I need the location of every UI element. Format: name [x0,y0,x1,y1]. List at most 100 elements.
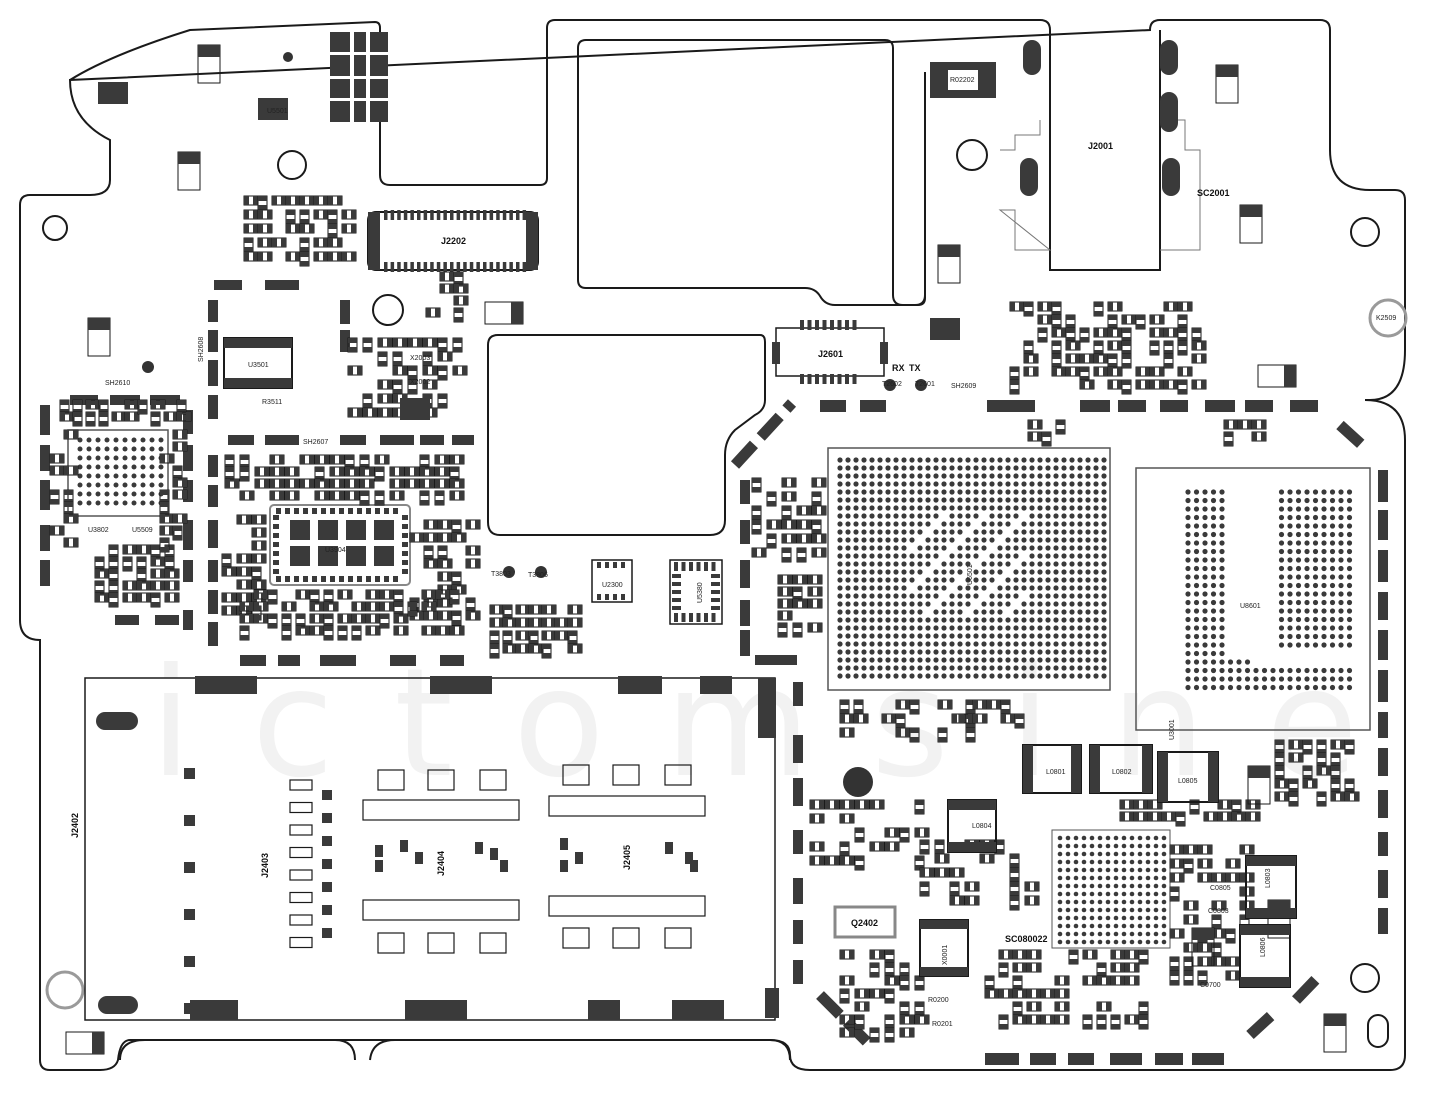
smd-pad [1148,800,1153,809]
bga-ball [1021,457,1027,463]
bga-ball [917,625,923,631]
bga-ball [95,446,101,452]
smd-pad [529,631,538,636]
smd-part [344,478,360,489]
bga-ball [981,473,987,479]
bga-ball [1346,625,1353,631]
smd-part [1024,881,1040,892]
bga-ball [1321,489,1327,495]
bga-ball [1065,891,1071,897]
bga-ball [1202,557,1208,563]
smd-part [421,625,437,636]
smd-pad [1224,432,1233,437]
smd-part [172,477,188,488]
bga-ball [1029,569,1035,575]
smd-pad [361,614,366,623]
shield-dash [985,1053,1019,1065]
bga-ball [1045,481,1051,487]
bga-ball [997,641,1003,647]
bga-ball [158,482,164,488]
bga-ball [1137,931,1143,937]
bga-ball [1338,684,1344,691]
bga-ball [1061,529,1067,535]
smd-pad [538,644,543,653]
bga-ball [1101,641,1107,647]
smd-pad [1249,901,1254,910]
smd-pad [438,559,443,568]
smd-pad [1080,376,1089,381]
bga-ball [1097,915,1103,921]
bga-ball [1287,642,1293,648]
bga-ball [925,601,931,607]
smd-part [884,949,895,965]
bga-pmic-balls [1057,835,1167,945]
smd-pad [1162,812,1167,821]
smd-pad [309,455,314,464]
bga-ball [877,577,883,583]
chip-pin [285,576,290,582]
smd-part [807,586,823,597]
smd-pad [1201,354,1206,363]
smd-pad [323,210,328,219]
smd-pad [402,366,407,375]
smd-part [1225,872,1241,883]
bga-ball [1113,931,1119,937]
smd-pad [160,569,165,578]
bga-ball [1210,540,1217,546]
bga-ball [893,569,899,575]
smd-pad [577,618,582,627]
shield-dash [240,655,266,666]
bga-ball [1185,608,1191,614]
smd-pad [1331,779,1340,784]
sim-contact [427,769,455,791]
bga-ball [1101,585,1107,591]
bga-ball [1105,883,1111,889]
smd-part [63,429,79,440]
bga-ball [861,465,867,471]
smd-pad [450,479,455,488]
bga-ball [1202,650,1208,657]
smd-pad [1235,957,1240,966]
bga-ball [997,465,1003,471]
smd-pad [414,479,419,488]
smd-pad [938,700,943,709]
connector-pin [417,210,421,220]
smd-part [122,580,138,591]
shield-dash [183,410,193,434]
bga-ball [1338,497,1344,504]
tray-contact-pad [322,790,332,800]
bga-ball [1185,650,1191,657]
smd-pad [449,284,454,293]
smd-part [284,490,300,501]
bga-ball [1129,899,1135,905]
smd-pad [1136,315,1145,320]
smd-part [299,478,315,489]
smd-pad [1164,328,1169,337]
smd-pad [885,972,894,977]
smd-part [313,209,329,220]
bga-ball [1029,561,1035,567]
smd-pad [436,590,441,599]
smd-pad [1120,963,1125,972]
bga-ball [989,649,995,655]
smd-pad [414,467,419,476]
smd-part [515,604,531,615]
sim-pin [560,860,568,872]
bga-ball [837,585,843,591]
bga-ball [1253,667,1259,674]
smd-pad [454,308,463,313]
bga-ball [1045,617,1051,623]
smd-part [392,351,403,367]
smd-part [285,251,301,262]
smd-pad [417,338,422,347]
bga-ball [957,601,963,607]
bga-ball [997,545,1003,551]
bga-ball [1073,931,1079,937]
smd-pad [173,526,182,531]
bga-ball [1113,843,1119,849]
chip-pin [696,613,701,622]
bga-ball [1338,625,1344,631]
bga-ball [1029,609,1035,615]
bga-ball [1101,569,1107,575]
smd-pad [459,491,464,500]
